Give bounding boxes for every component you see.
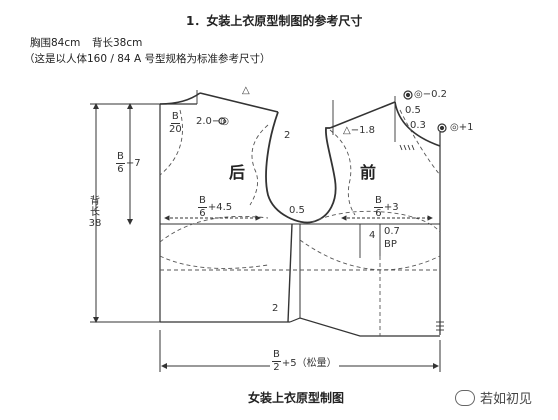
side-seam (287, 223, 293, 323)
front-panel-label: 前 (360, 163, 377, 182)
front-neck-depth-label: ◎+1 (450, 122, 474, 133)
front-shoulder-label: △−1.8 (343, 125, 375, 136)
bust-measurement: 胸围84cm (30, 37, 81, 49)
reference-lines (196, 90, 396, 258)
back-neck-shoulder (159, 92, 279, 113)
back-length-dimension (90, 103, 160, 323)
watermark: 若如初见 (455, 388, 532, 407)
shoulder-slope-label: 2 (284, 130, 291, 141)
bp-depth-label: 4 (369, 230, 376, 241)
bust-point-label: BP (384, 239, 397, 250)
back-length-measurement: 背长38cm (92, 37, 143, 49)
circle-markers (218, 90, 447, 133)
neck-offset-0-3: 0.3 (410, 120, 426, 131)
hatch-marks (399, 144, 444, 331)
armhole-offset-label: 0.5 (289, 205, 305, 216)
size-standard-note: （这是以人体160 / 84 A 号型规格为标准参考尺寸） (24, 53, 271, 65)
wechat-icon (455, 389, 475, 406)
neck-offset-0-5: 0.5 (405, 105, 421, 116)
back-panel-label: 后 (229, 163, 246, 182)
frame-lines (159, 103, 441, 337)
diagram-caption: 女装上衣原型制图 (248, 391, 345, 405)
front-neck-width-label: ◎−0.2 (414, 89, 448, 100)
bp-offset-label: 0.7 (384, 226, 400, 237)
delta-symbol-label: △ (242, 85, 250, 96)
diagram-title: 1．女装上衣原型制图的参考尺寸 (186, 14, 363, 28)
front-shoulder-neck (329, 101, 441, 147)
back-length-vertical-label: 背 长 38 (88, 196, 102, 229)
offset-2-0-label: 2.0−◎ (196, 116, 230, 127)
waist-offset-label: 2 (272, 303, 279, 314)
armhole-curve (265, 111, 337, 224)
